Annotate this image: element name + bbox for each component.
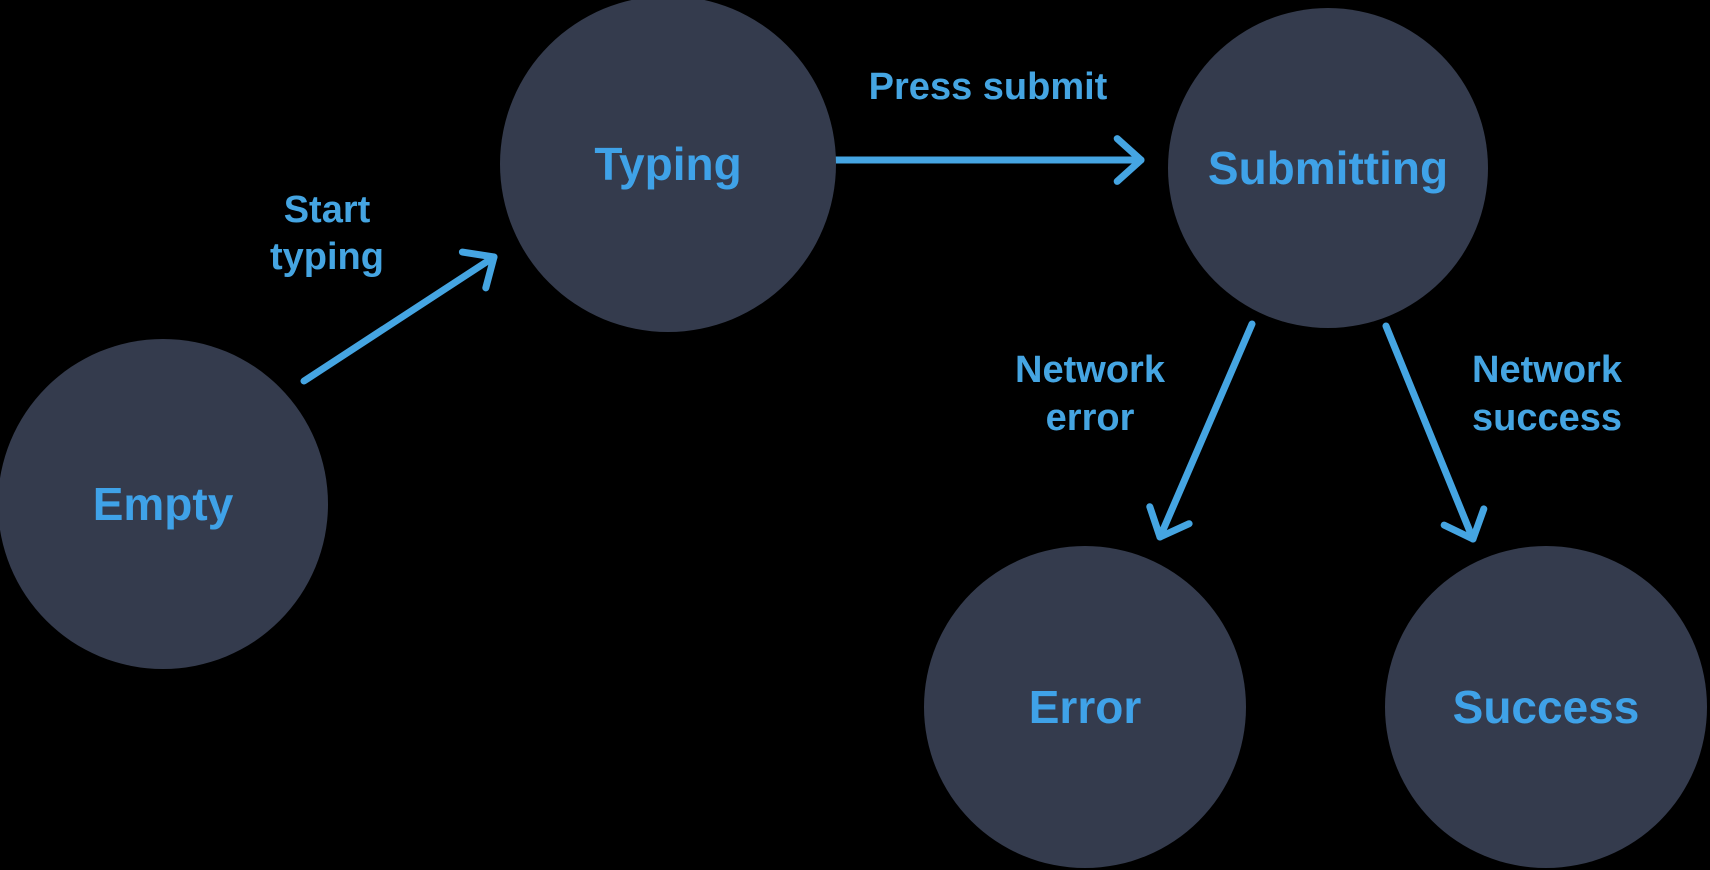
- transition-press-submit: Press submit: [831, 66, 1145, 185]
- transition-label-start-typing-line-0: Start: [284, 189, 371, 231]
- transition-arrowhead-press-submit: [1113, 135, 1145, 185]
- state-circle-error: [924, 546, 1246, 868]
- state-label-empty: Empty: [93, 478, 234, 530]
- state-circle-success: [1385, 546, 1707, 868]
- state-label-error: Error: [1029, 681, 1142, 733]
- transition-arrowhead-network-error: [1146, 503, 1193, 541]
- state-label-success: Success: [1453, 681, 1640, 733]
- transition-arrowhead-start-typing: [458, 248, 498, 292]
- state-node-submitting: Submitting: [1168, 8, 1488, 328]
- state-label-submitting: Submitting: [1208, 142, 1448, 194]
- state-node-typing: Typing: [500, 0, 836, 332]
- transition-label-network-success-line-1: success: [1472, 397, 1622, 439]
- transition-start-typing: Start typing: [270, 189, 498, 385]
- transition-label-press-submit-line-0: Press submit: [869, 66, 1108, 108]
- state-node-success: Success: [1385, 546, 1707, 868]
- transition-arrowhead-network-success: [1440, 505, 1488, 543]
- transition-arrow-line-network-error: [1156, 320, 1256, 541]
- state-label-typing: Typing: [594, 138, 741, 190]
- transition-label-start-typing-line-1: typing: [270, 236, 384, 278]
- transition-network-error: Network error: [1015, 320, 1256, 541]
- transition-label-network-error-line-1: error: [1046, 397, 1135, 439]
- state-circle-submitting: [1168, 8, 1488, 328]
- state-node-empty: Empty: [0, 339, 328, 669]
- state-circle-empty: [0, 339, 328, 669]
- transition-arrow-line-start-typing: [300, 253, 498, 385]
- transition-label-network-success-line-0: Network: [1472, 349, 1623, 391]
- state-circle-typing: [500, 0, 836, 332]
- state-node-error: Error: [924, 546, 1246, 868]
- transition-label-network-error-line-0: Network: [1015, 349, 1166, 391]
- transition-arrow-line-network-success: [1382, 322, 1477, 543]
- transition-network-success: Network success: [1382, 322, 1623, 543]
